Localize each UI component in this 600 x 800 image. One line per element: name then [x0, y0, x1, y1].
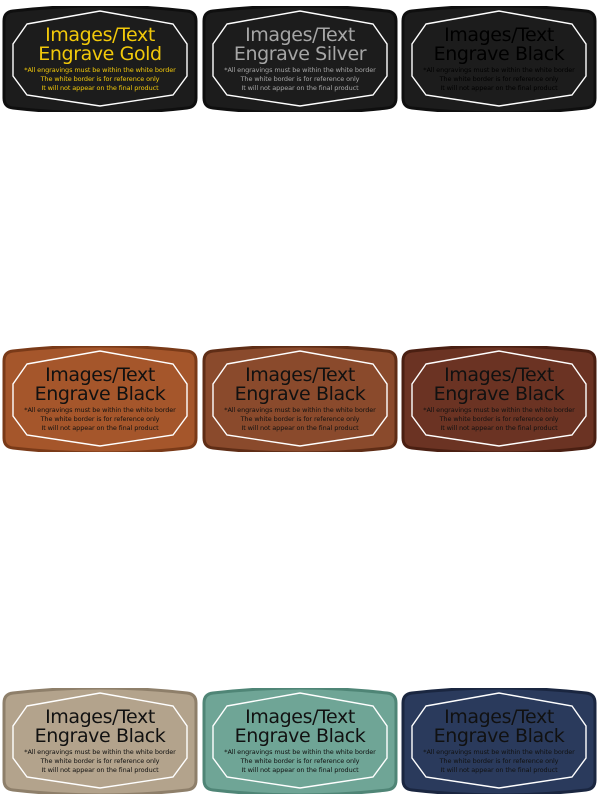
engrave-label: Engrave Black [234, 383, 366, 405]
engrave-label: Engrave Black [433, 43, 565, 65]
engrave-label: Engrave Black [234, 725, 366, 747]
note-line3: It will not appear on the final product [241, 766, 359, 774]
note-line1: *All engravings must be within the white… [224, 66, 376, 74]
note-line1: *All engravings must be within the white… [224, 748, 376, 756]
note-line2: The white border is for reference only [240, 757, 360, 765]
note-line3: It will not appear on the final product [440, 424, 558, 432]
engrave-label: Engrave Black [34, 383, 166, 405]
title-line1: Images/Text [245, 706, 355, 728]
note-line1: *All engravings must be within the white… [24, 406, 176, 414]
note-line1: *All engravings must be within the white… [224, 406, 376, 414]
note-line3: It will not appear on the final product [41, 84, 159, 92]
note-line3: It will not appear on the final product [41, 766, 159, 774]
patch-2-shape [202, 6, 398, 112]
title-line1: Images/Text [45, 706, 155, 728]
note-line3: It will not appear on the final product [41, 424, 159, 432]
note-line2: The white border is for reference only [40, 757, 160, 765]
note-line1: *All engravings must be within the white… [423, 748, 575, 756]
engrave-label: Engrave Black [34, 725, 166, 747]
note-line2: The white border is for reference only [40, 75, 160, 83]
note-line3: It will not appear on the final product [440, 84, 558, 92]
patch-7-shape [2, 688, 198, 794]
note-line1: *All engravings must be within the white… [24, 66, 176, 74]
title-line1: Images/Text [245, 24, 355, 46]
patch-3-shape [401, 6, 597, 112]
note-line2: The white border is for reference only [439, 757, 559, 765]
note-line3: It will not appear on the final product [241, 424, 359, 432]
title-line1: Images/Text [444, 24, 554, 46]
patch-5-shape [202, 346, 398, 452]
note-line3: It will not appear on the final product [241, 84, 359, 92]
note-line3: It will not appear on the final product [440, 766, 558, 774]
title-line1: Images/Text [245, 364, 355, 386]
note-line2: The white border is for reference only [439, 75, 559, 83]
note-line1: *All engravings must be within the white… [423, 406, 575, 414]
note-line2: The white border is for reference only [439, 415, 559, 423]
title-line1: Images/Text [444, 364, 554, 386]
engrave-label: Engrave Silver [233, 43, 367, 65]
note-line2: The white border is for reference only [40, 415, 160, 423]
patch-8-shape [202, 688, 398, 794]
engrave-label: Engrave Black [433, 383, 565, 405]
patch-9-shape [401, 688, 597, 794]
patch-6-shape [401, 346, 597, 452]
title-line1: Images/Text [45, 24, 155, 46]
title-line1: Images/Text [45, 364, 155, 386]
note-line1: *All engravings must be within the white… [423, 66, 575, 74]
title-line1: Images/Text [444, 706, 554, 728]
engrave-label: Engrave Gold [38, 43, 162, 65]
note-line1: *All engravings must be within the white… [24, 748, 176, 756]
engrave-label: Engrave Black [433, 725, 565, 747]
note-line2: The white border is for reference only [240, 75, 360, 83]
note-line2: The white border is for reference only [240, 415, 360, 423]
patch-4-shape [2, 346, 198, 452]
patch-1-shape [2, 6, 198, 112]
